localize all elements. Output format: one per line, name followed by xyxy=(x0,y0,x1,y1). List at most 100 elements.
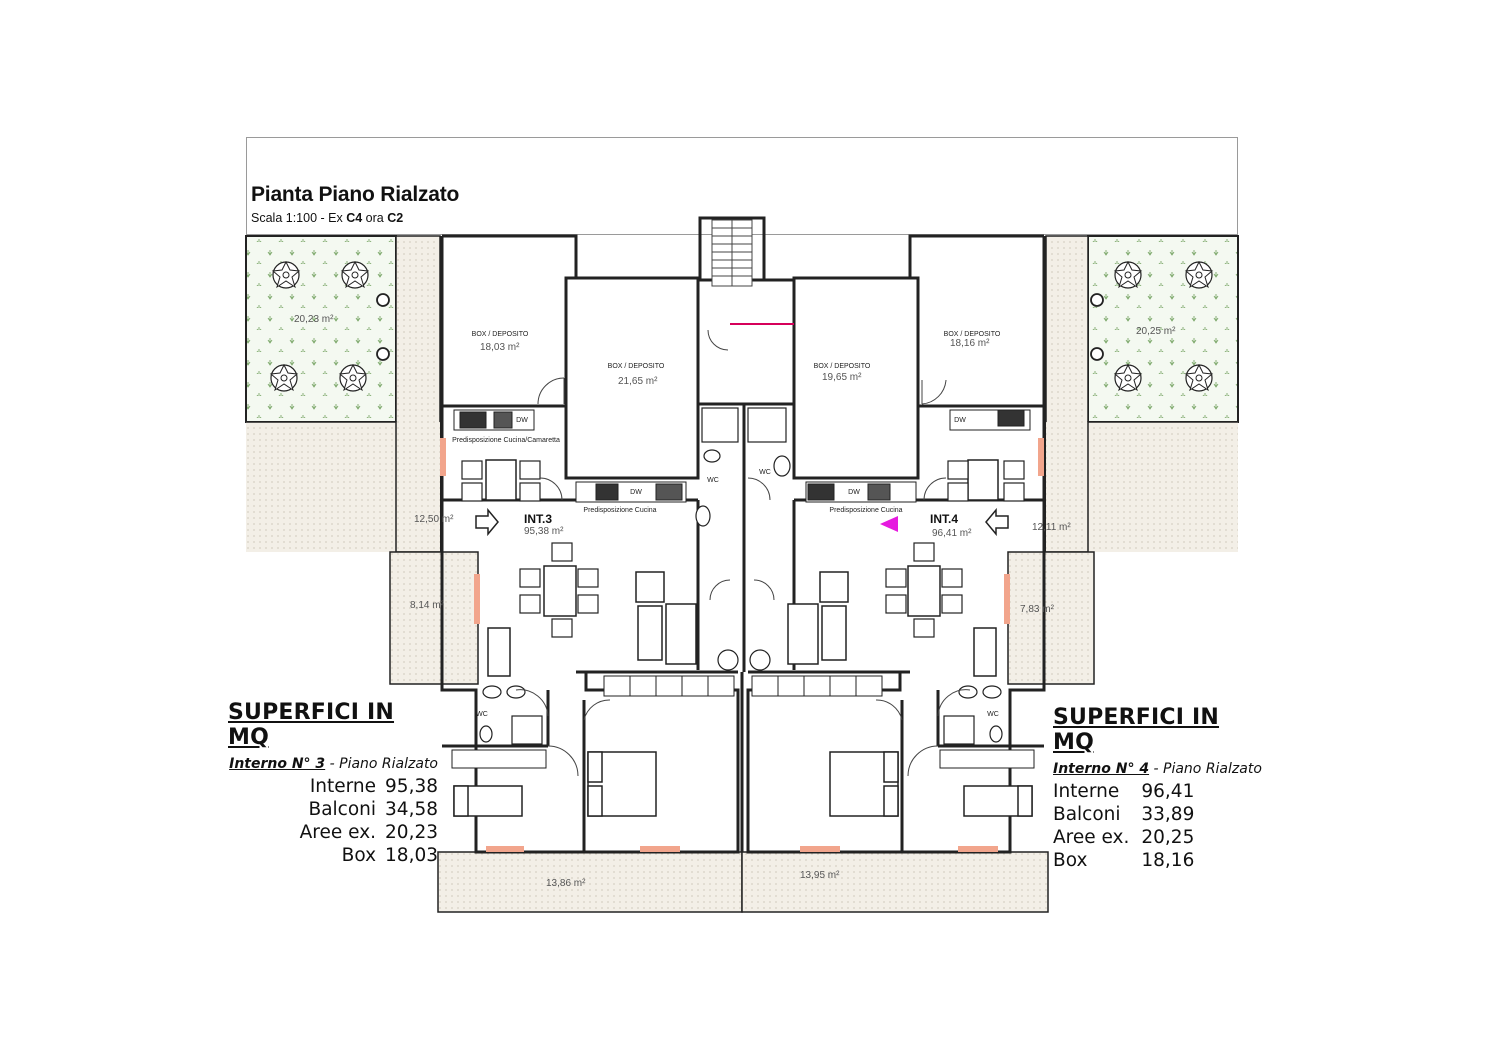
scale-old-code: C4 xyxy=(346,211,363,225)
tree-icon xyxy=(339,364,367,392)
area-labels: 20,23 m² 20,25 m² 18,03 m² 21,65 m² 19,6… xyxy=(294,314,1176,889)
row-value: 18,16 xyxy=(1141,850,1195,871)
row-label: Balconi xyxy=(308,799,377,820)
box-4-label: BOX / DEPOSITO xyxy=(944,331,1001,338)
balcony-right-front xyxy=(1046,422,1238,552)
kitchen-prep-a-label: Predisposizione Cucina/Camaretta xyxy=(452,437,560,444)
table-row: Balconi 33,89 xyxy=(1053,803,1194,826)
tree-icon xyxy=(1185,261,1213,289)
balcony-right-mid xyxy=(1007,551,1095,685)
table-row: Interne 95,38 xyxy=(300,775,438,798)
box-4-area: 18,16 m² xyxy=(950,338,990,349)
balcony-bottom-left-area: 13,86 m² xyxy=(546,878,586,889)
balcony-bottom-right xyxy=(741,851,1049,913)
balcony-right-top-area: 12,11 m² xyxy=(1032,522,1071,533)
kitchen-counters xyxy=(453,409,1031,503)
garden-right xyxy=(1087,235,1239,423)
row-value: 33,89 xyxy=(1141,804,1195,825)
tree-icon xyxy=(1185,364,1213,392)
summary-3-subtitle: Interno N° 3 - Piano Rialzato xyxy=(228,756,438,772)
summary-unit-3: SUPERFICI IN MQ Interno N° 3 - Piano Ria… xyxy=(228,700,438,867)
row-label: Interne xyxy=(1053,781,1120,802)
tree-icon xyxy=(272,261,300,289)
tree-icon xyxy=(1114,364,1142,392)
dishwasher-b-label: DW xyxy=(630,489,642,496)
kitchen-prep-b-label: Predisposizione Cucina xyxy=(583,507,656,514)
tree-icon xyxy=(270,364,298,392)
plan-title: Pianta Piano Rialzato xyxy=(251,183,460,206)
wc-left-label: WC xyxy=(476,711,488,718)
summary-4-heading: SUPERFICI IN MQ xyxy=(1053,705,1220,755)
box-1-area: 18,03 m² xyxy=(480,342,520,353)
row-value: 34,58 xyxy=(385,799,438,820)
beds xyxy=(453,751,1033,817)
summary-4-floor: - Piano Rialzato xyxy=(1149,761,1262,777)
row-value: 20,25 xyxy=(1141,827,1195,848)
garden-right-area: 20,25 m² xyxy=(1136,326,1176,337)
summary-3-unit: Interno N° 3 xyxy=(229,756,326,772)
wc-center-label: WC xyxy=(707,477,719,484)
row-value: 95,38 xyxy=(385,776,438,797)
room-labels: BOX / DEPOSITO BOX / DEPOSITO BOX / DEPO… xyxy=(452,331,1001,718)
row-label: Aree ex. xyxy=(299,822,377,843)
summary-4-subtitle: Interno N° 4 - Piano Rialzato xyxy=(1053,761,1263,777)
plan-scale: Scala 1:100 - Ex C4 ora C2 xyxy=(251,211,403,225)
row-label: Interne xyxy=(309,776,377,797)
summary-4-unit: Interno N° 4 xyxy=(1053,761,1150,777)
int3-label: INT.3 xyxy=(524,512,552,526)
box-2-area: 21,65 m² xyxy=(618,376,658,387)
int3-area: 95,38 m² xyxy=(524,526,564,537)
row-label: Box xyxy=(341,845,377,866)
row-value: 20,23 xyxy=(385,822,438,843)
doors xyxy=(515,329,971,777)
shrub-icon xyxy=(1090,293,1104,307)
dishwasher-right-label: DW xyxy=(954,417,966,424)
scale-mid: ora xyxy=(362,211,388,225)
garden-left-area: 20,23 m² xyxy=(294,314,334,325)
box-3-area: 19,65 m² xyxy=(822,372,862,383)
kitchen-prep-c-label: Predisposizione Cucina xyxy=(829,507,902,514)
box-3-label: BOX / DEPOSITO xyxy=(814,363,871,370)
shrub-icon xyxy=(376,293,390,307)
summary-unit-4: SUPERFICI IN MQ Interno N° 4 - Piano Ria… xyxy=(1053,705,1263,872)
sofas xyxy=(487,571,997,677)
unit-labels: INT.3 INT.4 xyxy=(524,512,958,526)
balcony-left-front xyxy=(246,422,440,552)
entrance-arrows xyxy=(475,507,1009,537)
scale-new-code: C2 xyxy=(387,211,404,225)
window-accents xyxy=(440,438,1044,852)
table-row: Balconi 34,58 xyxy=(300,798,439,821)
balcony-bottom-left xyxy=(437,851,743,913)
balcony-bottom-right-area: 13,95 m² xyxy=(800,870,840,881)
shrub-icon xyxy=(376,347,390,361)
summary-3-heading: SUPERFICI IN MQ xyxy=(228,700,395,750)
dishwasher-left-label: DW xyxy=(516,417,528,424)
bathroom-fixtures xyxy=(479,407,1003,745)
box-1-label: BOX / DEPOSITO xyxy=(472,331,529,338)
balcony-right-mid-area: 7,83 m² xyxy=(1020,604,1055,615)
tree-icon xyxy=(341,261,369,289)
garden-left xyxy=(245,235,397,423)
tree-icon xyxy=(1114,261,1142,289)
summary-3-floor: - Piano Rialzato xyxy=(325,756,438,772)
table-row: Aree ex. 20,23 xyxy=(300,821,438,844)
scale-prefix: Scala 1:100 - Ex xyxy=(251,211,347,225)
box-2-label: BOX / DEPOSITO xyxy=(608,363,665,370)
int4-area: 96,41 m² xyxy=(932,528,972,539)
balcony-left-mid xyxy=(389,551,479,685)
row-label: Aree ex. xyxy=(1053,827,1130,848)
central-core xyxy=(696,216,796,852)
balcony-left-mid-area: 8,14 m² xyxy=(410,600,445,611)
shrub-icon xyxy=(1090,347,1104,361)
row-label: Balconi xyxy=(1053,804,1121,825)
wc-right-label: WC xyxy=(987,711,999,718)
row-label: Box xyxy=(1053,850,1088,871)
wardrobes xyxy=(451,675,1035,769)
balcony-left-top-area: 12,50 m² xyxy=(414,514,454,525)
